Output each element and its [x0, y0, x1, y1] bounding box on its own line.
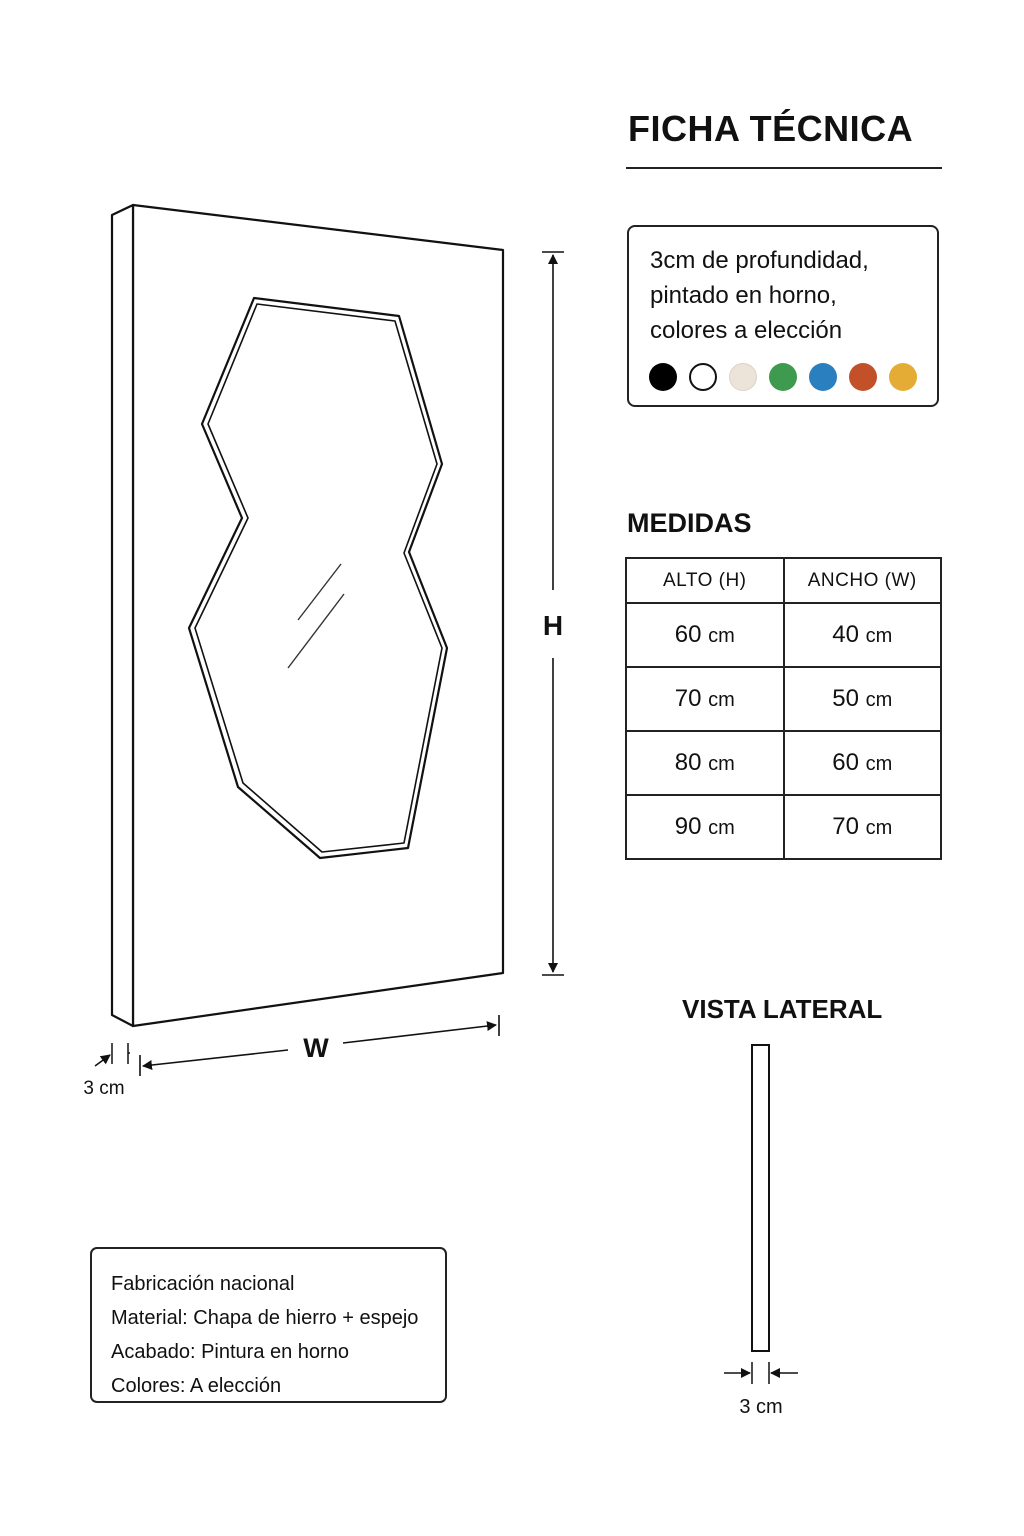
height-dimension — [542, 251, 564, 976]
alto-cell: 90 cm — [625, 794, 785, 860]
table-row: 80 cm 60 cm — [625, 730, 942, 796]
mirror-panel — [110, 203, 505, 1028]
alto-value: 90 — [674, 813, 702, 840]
unit-label: cm — [865, 625, 893, 647]
ancho-cell: 40 cm — [782, 602, 942, 668]
column-header-ancho: ANCHO (W) — [782, 557, 942, 604]
medidas-title: MEDIDAS — [627, 508, 752, 538]
info-line: Colores: A elección — [111, 1375, 282, 1397]
unit-label: cm — [865, 689, 893, 711]
alto-cell: 80 cm — [625, 730, 785, 796]
color-swatch-blue — [809, 363, 837, 391]
alto-value: 80 — [674, 749, 702, 776]
side-view-bar — [751, 1044, 770, 1352]
mirror-glints — [287, 563, 345, 669]
width-dimension — [139, 1015, 500, 1076]
ancho-cell: 50 cm — [782, 666, 942, 732]
info-line: Material: Chapa de hierro + espejo — [111, 1307, 419, 1329]
color-swatch-green — [769, 363, 797, 391]
table-row: 60 cm 40 cm — [625, 602, 942, 668]
title-divider — [626, 167, 942, 169]
ancho-cell: 60 cm — [782, 730, 942, 796]
ancho-value: 40 — [832, 621, 859, 648]
alto-cell: 60 cm — [625, 602, 785, 668]
alto-cell: 70 cm — [625, 666, 785, 732]
color-swatch-black — [649, 363, 677, 391]
side-view-depth-dimension — [724, 1362, 798, 1384]
column-header-alto: ALTO (H) — [625, 557, 785, 604]
mirror-shape — [187, 296, 449, 860]
unit-label: cm — [708, 817, 735, 839]
panel-side-edge — [110, 203, 135, 1028]
info-line: Acabado: Pintura en horno — [111, 1341, 349, 1363]
unit-label: cm — [708, 753, 735, 775]
info-line: Fabricación nacional — [111, 1273, 295, 1295]
ancho-value: 70 — [832, 813, 859, 840]
panel-front-face — [131, 203, 505, 1028]
ancho-value: 50 — [832, 685, 859, 712]
page-title: FICHA TÉCNICA — [628, 108, 914, 149]
unit-label: cm — [865, 753, 893, 775]
ancho-cell: 70 cm — [782, 794, 942, 860]
color-swatch-cream — [729, 363, 757, 391]
ancho-value: 60 — [832, 749, 859, 776]
width-label: W — [303, 1033, 329, 1063]
table-header-row: ALTO (H) ANCHO (W) — [625, 557, 942, 604]
color-swatch-mustard — [889, 363, 917, 391]
color-swatch-rust — [849, 363, 877, 391]
unit-label: cm — [708, 689, 735, 711]
side-view-depth-label: 3 cm — [739, 1396, 782, 1418]
spec-box: 3cm de profundidad, pintado en horno, co… — [627, 225, 939, 407]
mirror-outline-inner — [194, 303, 443, 853]
mirror-outline-outer — [187, 296, 449, 860]
spec-line: colores a elección — [650, 317, 843, 344]
side-view-title: VISTA LATERAL — [682, 994, 883, 1024]
spec-line: 3cm de profundidad, — [650, 247, 869, 274]
depth-label: 3 cm — [83, 1078, 124, 1099]
height-label: H — [543, 610, 563, 641]
spec-line: pintado en horno, — [650, 282, 837, 309]
alto-value: 60 — [674, 621, 702, 648]
table-row: 90 cm 70 cm — [625, 794, 942, 860]
unit-label: cm — [708, 625, 735, 647]
alto-value: 70 — [674, 685, 702, 712]
depth-dimension — [94, 1043, 130, 1067]
color-swatches — [649, 363, 929, 391]
info-box: Fabricación nacional Material: Chapa de … — [90, 1247, 447, 1403]
measurements-table: ALTO (H) ANCHO (W) 60 cm 40 cm 70 cm 50 … — [625, 557, 942, 860]
color-swatch-white — [689, 363, 717, 391]
table-row: 70 cm 50 cm — [625, 666, 942, 732]
unit-label: cm — [865, 817, 893, 839]
